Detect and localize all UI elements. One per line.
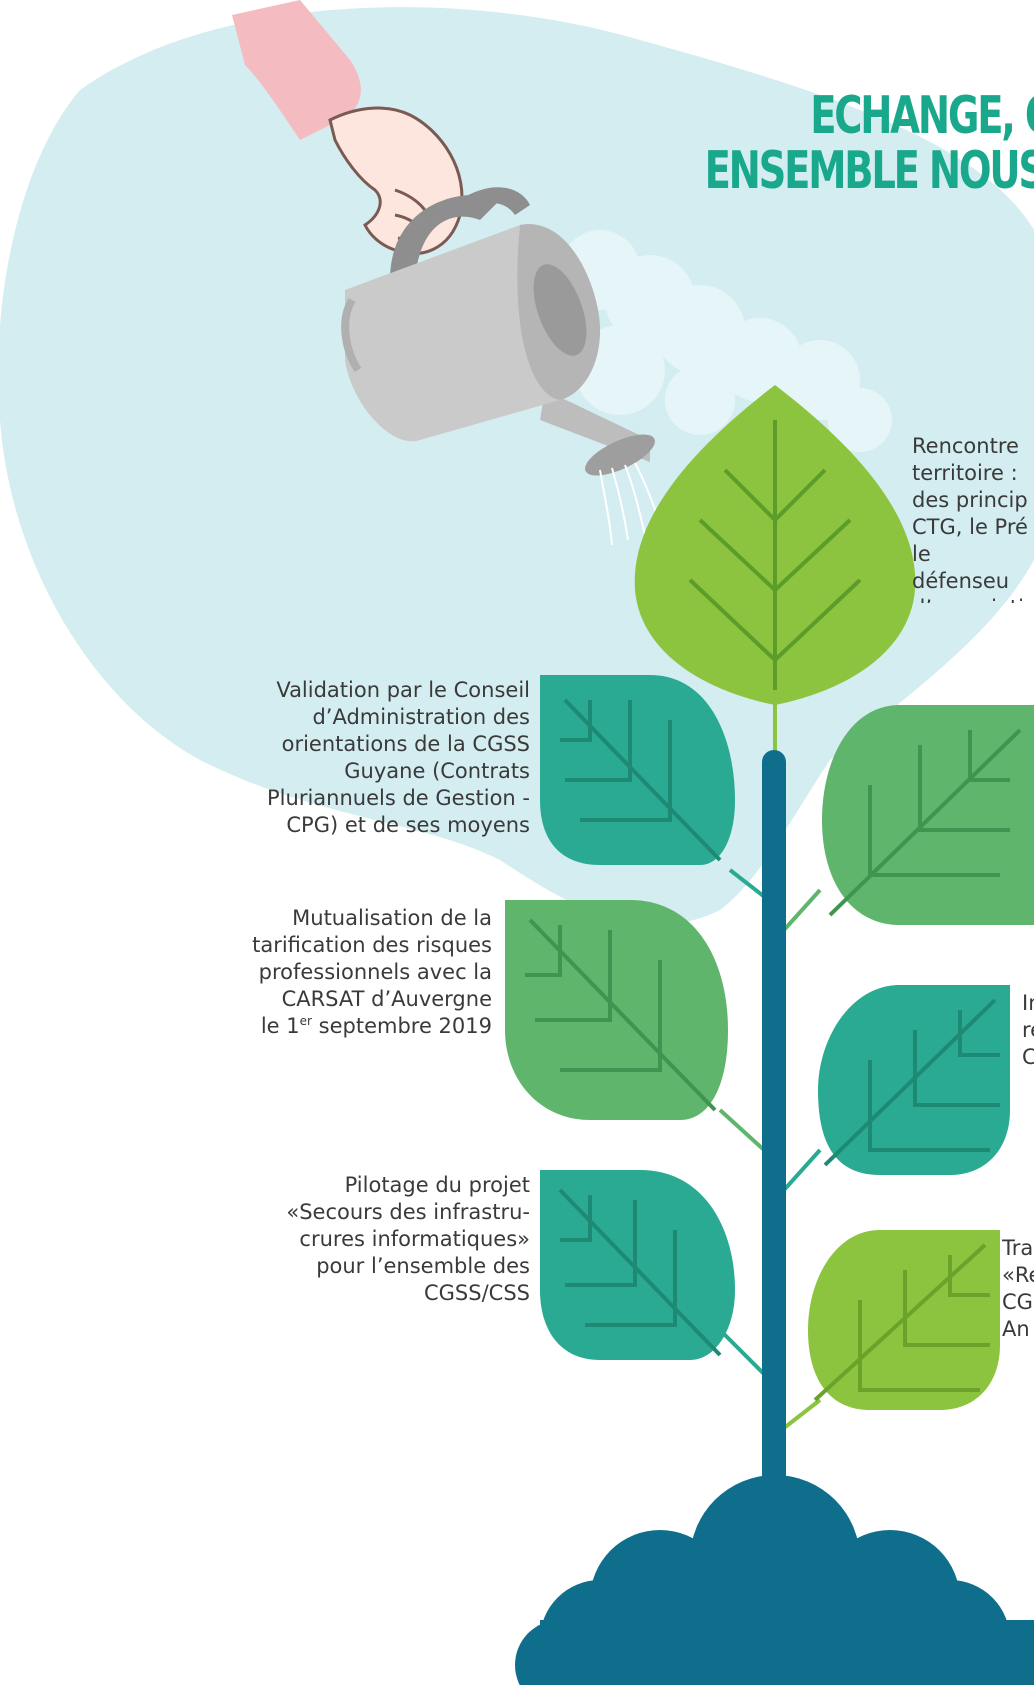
leaf-icon xyxy=(808,1230,1000,1410)
page-title-line-2: ENSEMBLE NOUS SOMMES xyxy=(704,141,1034,201)
milestone-text-part: septembre 2019 xyxy=(311,1014,492,1038)
milestone-text: Tra «Re CG An xyxy=(1002,1236,1034,1341)
leaf-icon xyxy=(505,900,728,1120)
page-title-line-1: ECHANGE, OUVERTURE xyxy=(810,86,1034,146)
milestone-text-sup: er xyxy=(299,1014,312,1028)
sleeve-icon xyxy=(232,0,361,140)
leaf-icon xyxy=(822,705,1034,925)
milestone-text-part: Mutualisation de la tarification des ris… xyxy=(252,906,492,1038)
leaf-icon xyxy=(540,1170,735,1360)
leaf-icon xyxy=(634,385,916,705)
watering-can-icon xyxy=(341,187,663,546)
leaf-icon xyxy=(540,675,735,865)
plant-stem-icon xyxy=(762,750,786,1510)
milestone-text: Rencontre territoire : des princip CTG, … xyxy=(912,434,1034,603)
milestone-text: In re C xyxy=(1022,991,1034,1069)
leaf-icon xyxy=(818,985,1010,1175)
milestone-text: Mutualisation de la tarification des ris… xyxy=(170,905,492,1040)
soil-icon xyxy=(515,1475,1034,1685)
milestone-text: Pilotage du projet «Secours des infrastr… xyxy=(286,1173,530,1305)
milestone-text: Validation par le Conseil d’Administrati… xyxy=(267,678,530,837)
